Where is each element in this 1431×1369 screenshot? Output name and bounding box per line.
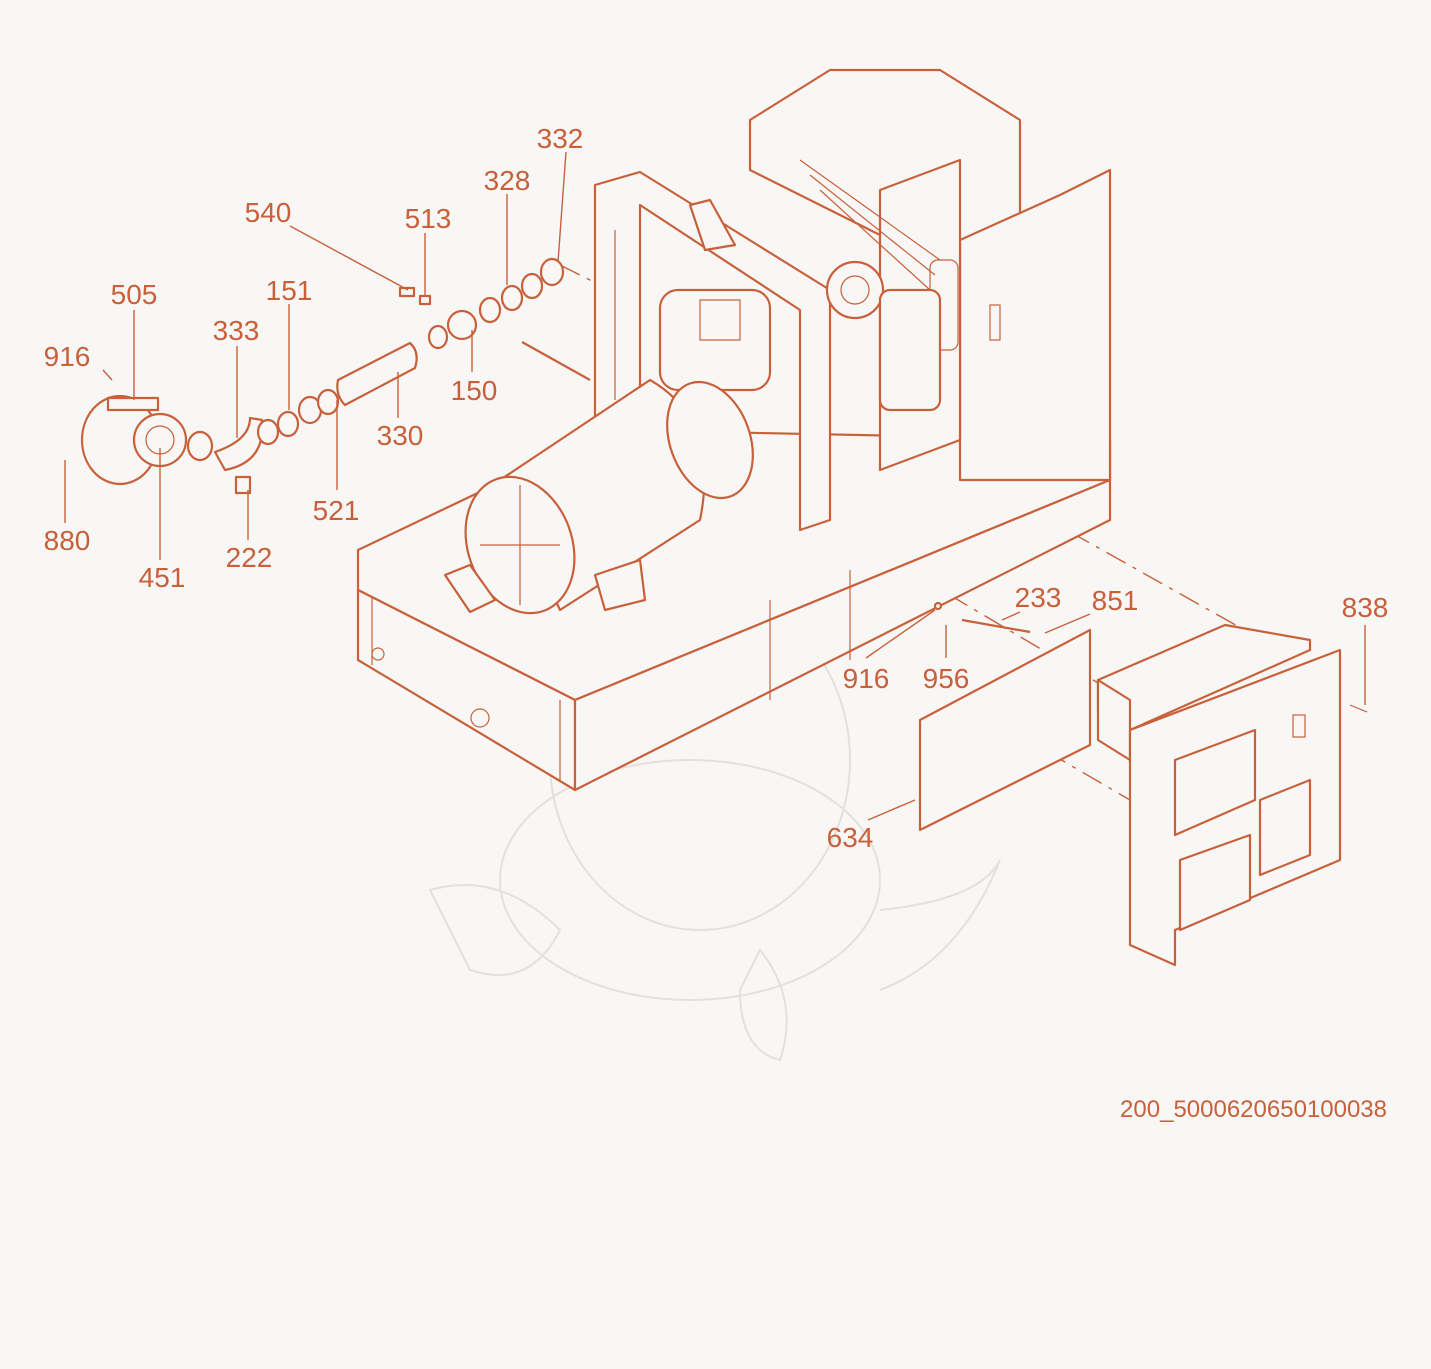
part-label: 151 (266, 275, 313, 306)
alternator (443, 378, 754, 615)
part-label: 956 (923, 663, 970, 694)
part-label: 233 (1015, 582, 1062, 613)
part-label: 222 (226, 542, 273, 573)
part-label: 916 (843, 663, 890, 694)
part-label: 851 (1092, 585, 1139, 616)
control-panel (1096, 623, 1368, 967)
part-label: 505 (111, 279, 158, 310)
air-intake-parts (80, 257, 591, 495)
leader-lines (64, 151, 1366, 821)
part-label: 838 (1342, 592, 1389, 623)
door-panel (918, 601, 1092, 832)
part-label: 513 (405, 203, 452, 234)
document-id: 200_5000620650100038 (1120, 1096, 1387, 1123)
part-label: 332 (537, 123, 584, 154)
part-label: 451 (139, 562, 186, 593)
part-label: 916 (44, 341, 91, 372)
part-label: 333 (213, 315, 260, 346)
part-label: 880 (44, 525, 91, 556)
part-label: 521 (313, 495, 360, 526)
part-label: 328 (484, 165, 531, 196)
engine-block (658, 260, 942, 412)
part-label: 330 (377, 420, 424, 451)
part-labels: 332 328 540 513 505 151 916 333 150 330 … (44, 123, 1389, 853)
part-label: 150 (451, 375, 498, 406)
part-label: 540 (245, 197, 292, 228)
part-label: 634 (827, 822, 874, 853)
